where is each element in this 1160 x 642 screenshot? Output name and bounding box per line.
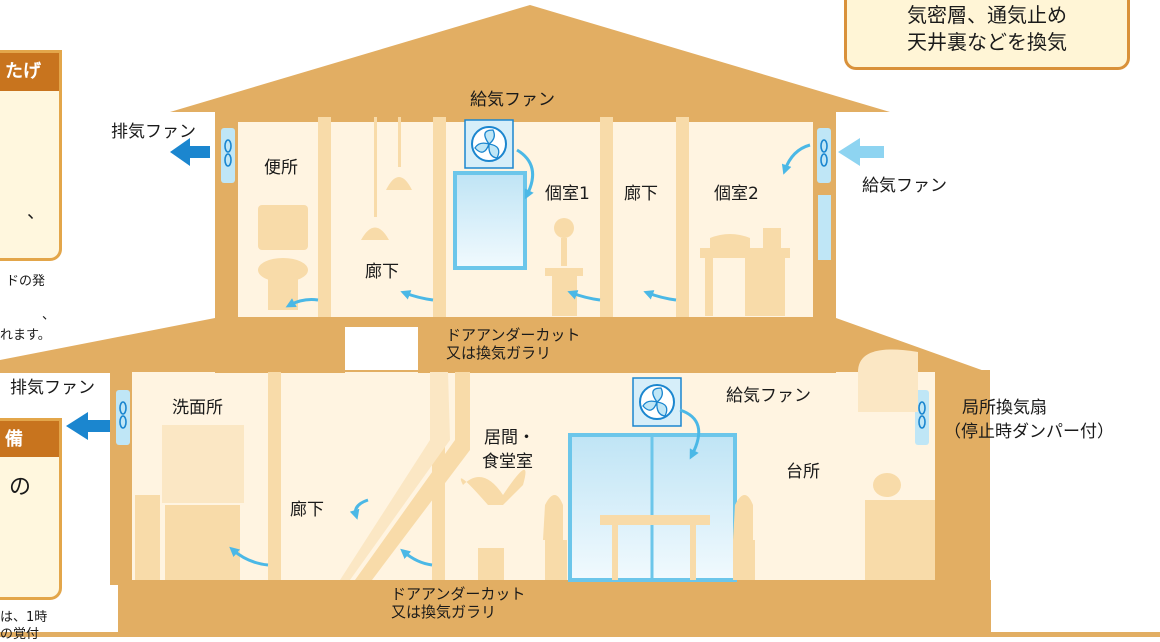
airflow-arrow-toilet xyxy=(285,298,319,308)
exhaust-arrow-upper xyxy=(170,138,210,166)
upper-right-supply-vent xyxy=(817,128,831,183)
lower-exhaust-vent xyxy=(116,390,130,445)
airflow-arrow-room2-out xyxy=(643,290,677,302)
label-exhaust-fan-upper: 排気ファン xyxy=(111,122,196,142)
airflow-arrow-hall-upper xyxy=(400,290,434,302)
ventilation-callout: 気密層、通気止め 天井裏などを換気 xyxy=(844,0,1130,70)
note-line-4: は、1時 xyxy=(0,610,48,625)
supply-arrow-right xyxy=(838,138,884,166)
label-living-dining-2: 食堂室 xyxy=(482,452,533,472)
label-living-dining-1: 居間・ xyxy=(484,428,535,448)
label-supply-fan-right: 給気ファン xyxy=(862,176,947,196)
left-panel-top-head: たげ xyxy=(0,53,59,91)
note-line-1: ドの発 xyxy=(6,274,46,289)
airflow-arrow-room1-out xyxy=(567,290,601,302)
window-room1 xyxy=(453,171,527,270)
upper-roof xyxy=(170,5,890,112)
label-toilet: 便所 xyxy=(264,158,298,178)
left-panel-top-char: 、 xyxy=(27,202,45,223)
label-door-undercut-lower: ドアアンダーカット xyxy=(391,585,526,603)
note-line-2: 、 xyxy=(42,308,56,323)
label-supply-fan-top: 給気ファン xyxy=(470,90,555,110)
label-room2: 個室2 xyxy=(714,184,759,204)
left-info-panel-top: たげ 、 xyxy=(0,50,62,261)
label-vent-gallery-upper: 又は換気ガラリ xyxy=(446,344,552,362)
left-panel-bottom-text: の xyxy=(9,475,32,500)
foundation xyxy=(118,580,991,637)
label-vent-gallery-lower: 又は換気ガラリ xyxy=(391,603,497,621)
label-hallway-upper-mid: 廊下 xyxy=(624,184,658,204)
lower-local-fan-vent xyxy=(915,390,929,445)
label-door-undercut-upper: ドアアンダーカット xyxy=(446,326,581,344)
label-washroom: 洗面所 xyxy=(172,398,223,418)
airflow-arrow-living xyxy=(679,408,701,460)
airflow-arrow-room2-in xyxy=(781,143,811,175)
callout-line1: 気密層、通気止め xyxy=(907,3,1067,27)
left-panel-bottom-head: 備 xyxy=(0,421,59,457)
label-hallway-upper-left: 廊下 xyxy=(365,262,399,282)
left-info-panel-bottom: 備 の xyxy=(0,418,62,600)
label-local-fan-1: 局所換気扇 xyxy=(962,398,1047,418)
ceiling-supply-fan-lower xyxy=(632,377,682,427)
label-kitchen: 台所 xyxy=(786,462,820,482)
furniture xyxy=(135,117,935,580)
airflow-arrow-stairs xyxy=(349,498,369,520)
upper-exhaust-vent xyxy=(221,128,235,183)
label-exhaust-fan-lower: 排気ファン xyxy=(10,378,95,398)
exhaust-arrow-lower xyxy=(66,412,110,440)
label-supply-fan-lower: 給気ファン xyxy=(726,386,811,406)
airflow-arrow-room1 xyxy=(516,148,535,200)
airflow-arrow-washroom xyxy=(229,546,269,567)
lower-floor-interior xyxy=(132,372,935,580)
ceiling-supply-fan-upper xyxy=(464,119,514,169)
note-line-5: の覚付 xyxy=(0,627,40,642)
note-line-3: れます。 xyxy=(0,328,51,343)
label-local-fan-2: （停止時ダンパー付） xyxy=(944,422,1114,442)
callout-line2: 天井裏などを換気 xyxy=(907,30,1067,54)
airflow-arrow-living-out xyxy=(400,548,433,567)
label-room1: 個室1 xyxy=(545,184,590,204)
label-hallway-lower: 廊下 xyxy=(290,500,324,520)
